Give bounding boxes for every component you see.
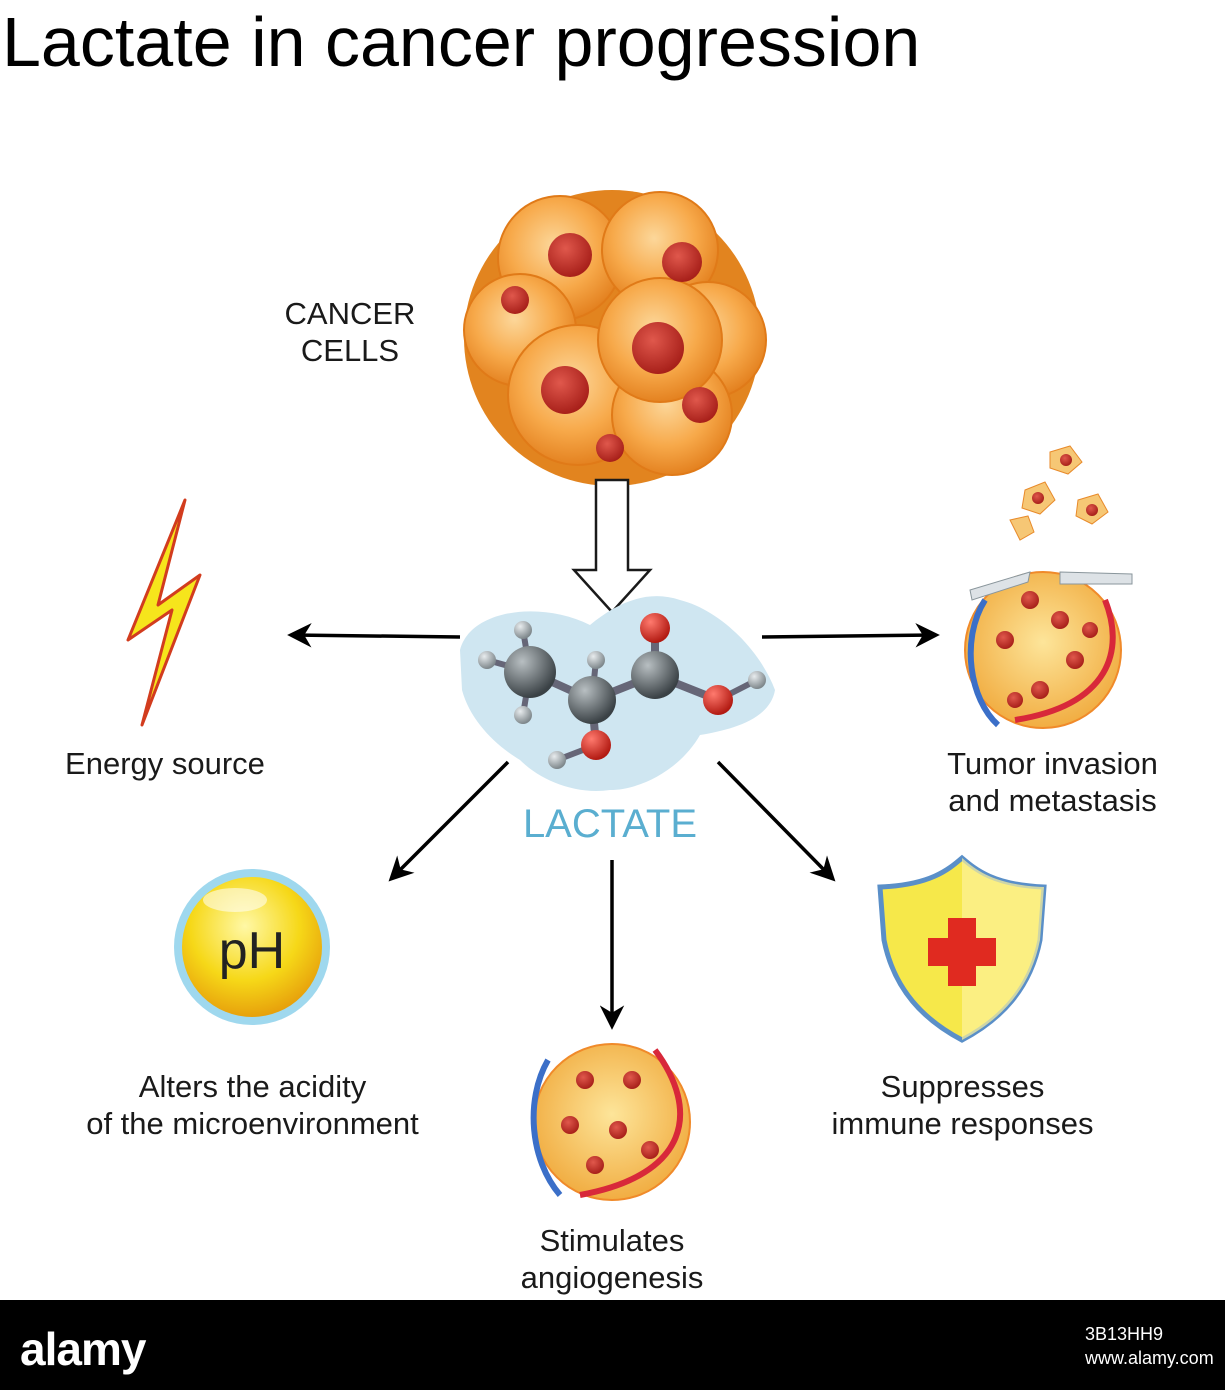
image-id: 3B13HH9 [1085,1324,1164,1344]
immune-label-line1: Suppresses [880,1069,1045,1104]
cancer-cells-label: CANCER CELLS [240,295,460,369]
arrow-energy [287,622,461,648]
ph-sphere-icon [174,869,330,1025]
angio-label-line1: Stimulates [539,1223,685,1258]
lactate-label: LACTATE [522,802,698,846]
diagram: Lactate in cancer progression CANCER CEL… [2,3,1185,1296]
ph-text: pH [218,922,286,980]
page-title: Lactate in cancer progression [2,3,921,81]
acidity-label: Alters the acidity of the microenvironme… [55,1068,450,1142]
tumor-vessel-icon [964,445,1133,729]
acidity-label-line1: Alters the acidity [138,1069,367,1104]
shield-cross-icon [877,854,1047,1043]
cancer-label-line1: CANCER [284,296,416,331]
tumor-label-line2: and metastasis [948,783,1157,819]
arrow-immune [716,760,836,882]
diagram-graphics [126,190,1133,1201]
cancer-label-line2: CELLS [300,333,400,369]
lightning-icon [126,498,202,727]
tumor-label-line1: Tumor invasion [947,746,1158,781]
watermark-footer: alamy 3B13HH9 www.alamy.com [0,1300,1225,1390]
acidity-label-line2: of the microenvironment [86,1106,419,1142]
site-url: www.alamy.com [1085,1348,1214,1368]
angio-label-line2: angiogenesis [520,1260,704,1296]
energy-source-label: Energy source [65,746,265,781]
arrow-acidity [388,760,510,882]
molecule-icon [460,596,775,791]
alamy-logo: alamy [20,1323,146,1375]
angiogenesis-icon [530,1043,691,1201]
arrow-tumor [761,622,940,648]
immune-label: Suppresses immune responses [810,1068,1115,1142]
immune-label-line2: immune responses [831,1106,1094,1142]
cell-cluster-icon [463,190,767,486]
downward-hollow-arrow [571,478,653,614]
tumor-invasion-label: Tumor invasion and metastasis [920,745,1185,819]
angiogenesis-label: Stimulates angiogenesis [487,1222,737,1296]
arrows [287,622,940,1030]
